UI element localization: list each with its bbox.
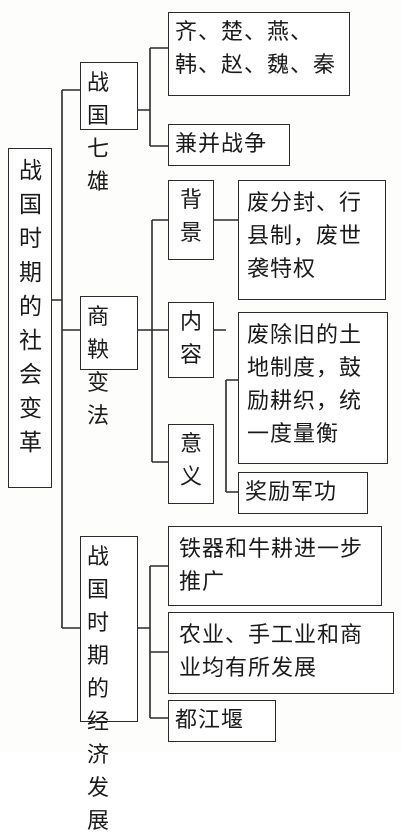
background-detail-box: 废分封、行县制，废世袭特权 — [238, 180, 386, 300]
mind-map: 战国时期的社会变革 战国七雄 齐、楚、燕、韩、赵、魏、秦 兼并战争 商鞅变法 背… — [8, 12, 394, 834]
seven-states-node: 战国七雄 — [80, 62, 138, 195]
dujiangyan-box: 都江堰 — [168, 700, 276, 742]
shang-yang-reform-node: 商鞅变法 — [80, 296, 138, 429]
military-merit-box: 奖励军功 — [238, 472, 368, 514]
annexation-war-box: 兼并战争 — [168, 124, 290, 166]
content-node: 内容 — [168, 302, 214, 378]
agriculture-commerce-box: 农业、手工业和商业均有所发展 — [168, 612, 394, 694]
economic-development-node: 战国时期的经济发展 — [80, 536, 138, 834]
background-node: 背景 — [168, 180, 214, 260]
iron-ox-plough-box: 铁器和牛耕进一步推广 — [168, 526, 382, 606]
land-system-box: 废除旧的土地制度，鼓励耕织，统一度量衡 — [238, 312, 388, 464]
significance-node: 意义 — [168, 424, 214, 504]
connector-lines — [52, 47, 238, 719]
seven-states-list: 齐、楚、燕、韩、赵、魏、秦 — [168, 12, 350, 96]
root-node: 战国时期的社会变革 — [8, 148, 52, 488]
